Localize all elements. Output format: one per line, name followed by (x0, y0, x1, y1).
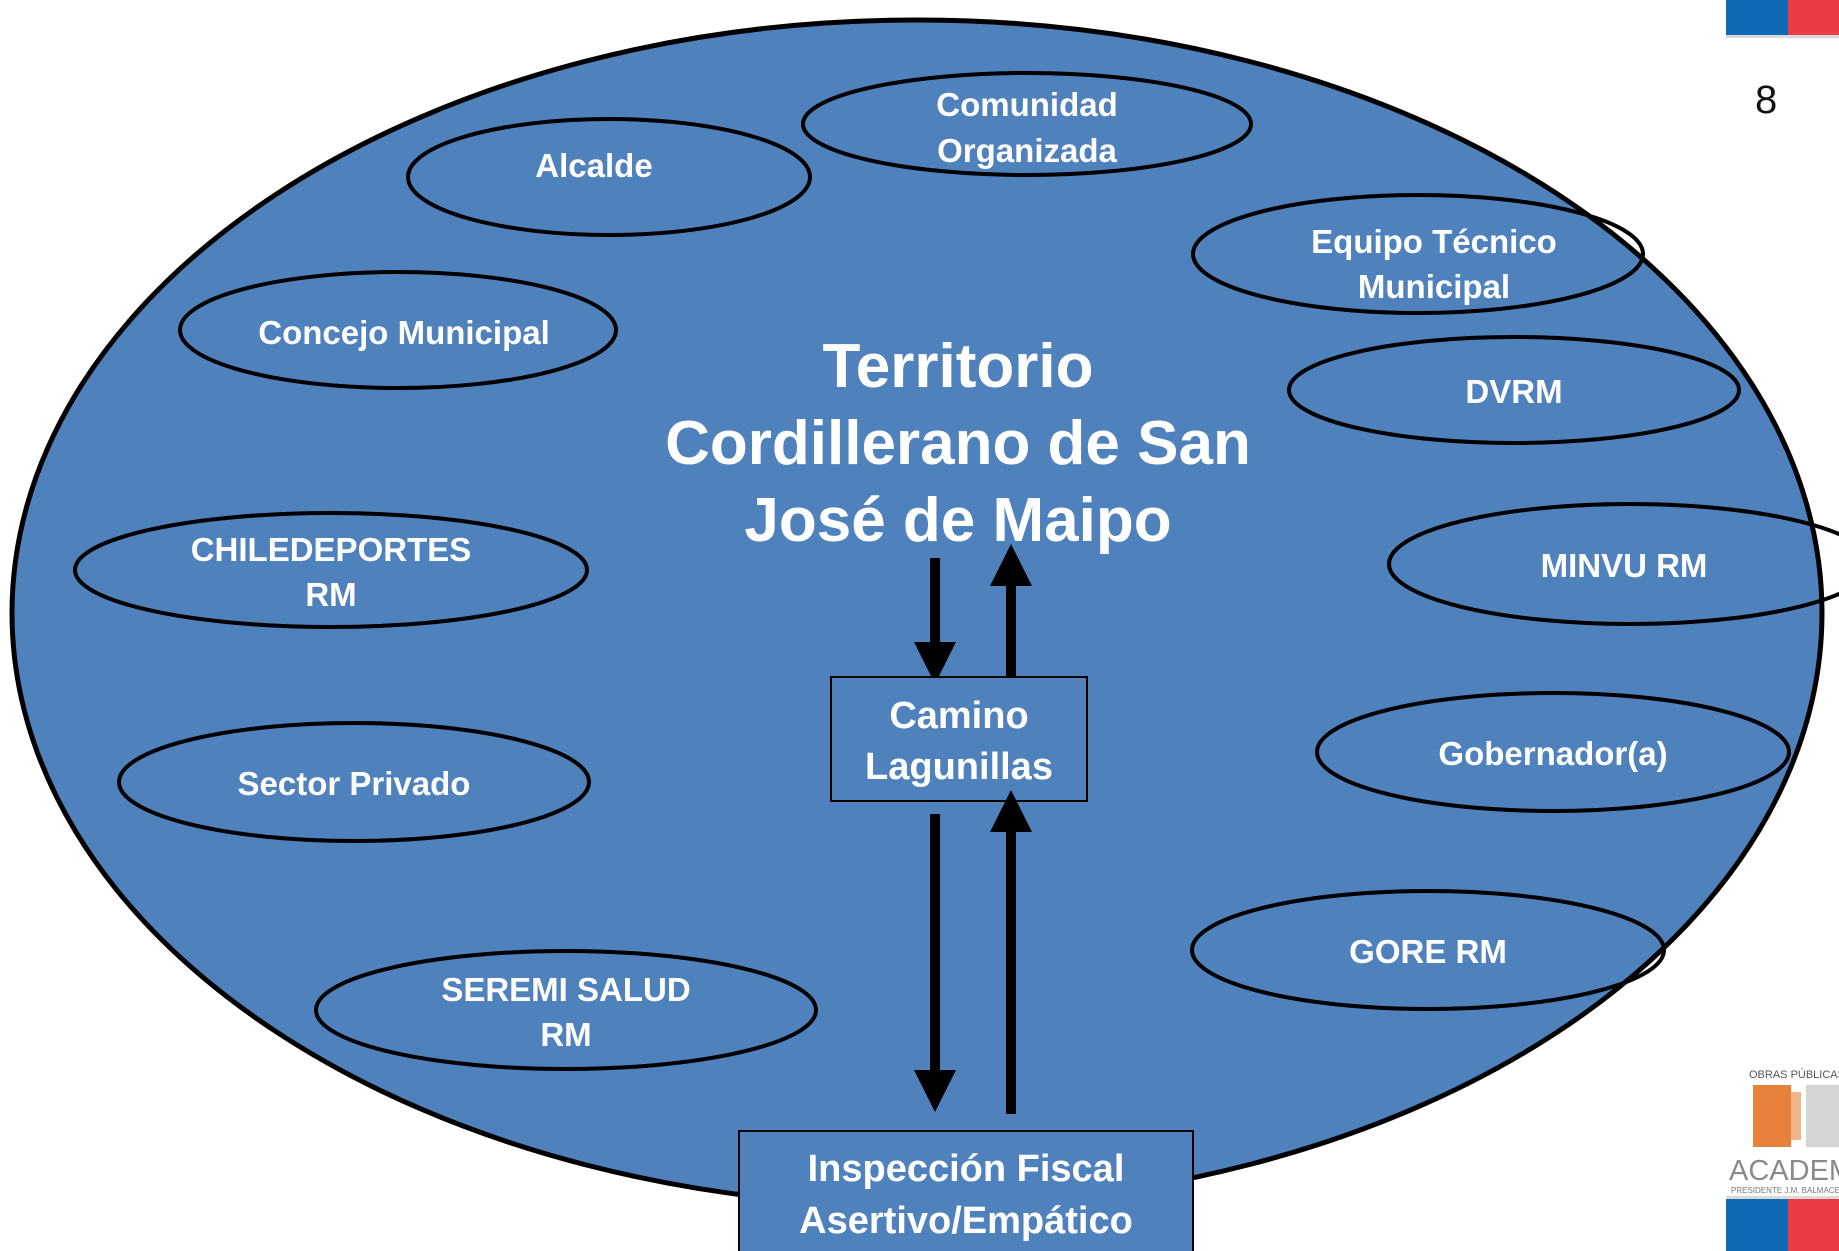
actor-comunidad: Comunidad Organizada (801, 71, 1253, 177)
actor-gore-label: GORE RM (1349, 933, 1507, 970)
actor-gobernador: Gobernador(a) (1315, 691, 1791, 813)
logo-name: ACADEMIA (1729, 1155, 1839, 1187)
actor-gobernador-label: Gobernador(a) (1438, 735, 1667, 772)
inspection-box-line2: Asertivo/Empático (799, 1200, 1133, 1242)
actor-seremi-line2: RM (540, 1016, 591, 1053)
actor-dvrm: DVRM (1287, 335, 1741, 445)
territory-ellipse (9, 17, 1825, 1209)
actor-sector-privado-label: Sector Privado (238, 765, 471, 802)
actor-equipo-tecnico: Equipo Técnico Municipal (1191, 193, 1645, 315)
actor-chiledeportes-line2: RM (305, 576, 356, 613)
flag-bar-top (1726, 0, 1839, 38)
inspection-box-line1: Inspección Fiscal (808, 1148, 1125, 1190)
actor-equipo-line1: Equipo Técnico (1311, 223, 1557, 260)
actor-comunidad-line1: Comunidad (936, 86, 1117, 123)
actor-gore: GORE RM (1190, 889, 1666, 1011)
territory-title: Territorio Cordillerano de San José de M… (665, 332, 1251, 555)
actor-equipo-line2: Municipal (1358, 268, 1510, 305)
logo-top-text: OBRAS PÚBLICAS (1749, 1068, 1839, 1081)
actor-chiledeportes: CHILEDEPORTES RM (73, 511, 589, 629)
inspection-box: Inspección Fiscal Asertivo/Empático (738, 1130, 1194, 1251)
actor-concejo: Concejo Municipal (178, 270, 618, 390)
academia-logo: OBRAS PÚBLICAS ACADEMIA PRESIDENTE J.M. … (1729, 1068, 1839, 1195)
territory-title-line2: Cordillerano de San (665, 409, 1251, 478)
actor-alcalde: Alcalde (406, 117, 812, 237)
flag-bar-bottom (1726, 1196, 1839, 1251)
actor-alcalde-label: Alcalde (535, 147, 652, 184)
actor-dvrm-label: DVRM (1465, 373, 1562, 410)
actor-minvu-label: MINVU RM (1541, 547, 1708, 584)
actor-comunidad-line2: Organizada (937, 132, 1117, 169)
page-number: 8 (1755, 78, 1778, 122)
territory-title-line3: José de Maipo (744, 486, 1171, 555)
actor-chiledeportes-line1: CHILEDEPORTES (191, 531, 472, 568)
road-box-line2: Lagunillas (865, 746, 1053, 788)
road-box-line1: Camino (889, 695, 1028, 737)
territory-title-line1: Territorio (823, 332, 1094, 401)
road-box: Camino Lagunillas (830, 676, 1088, 802)
actor-sector-privado: Sector Privado (117, 721, 591, 843)
actor-concejo-label: Concejo Municipal (258, 314, 550, 351)
actor-minvu: MINVU RM (1387, 502, 1839, 626)
actor-seremi-salud: SEREMI SALUD RM (314, 949, 818, 1071)
logo-subtitle: PRESIDENTE J.M. BALMACEDA (1731, 1186, 1839, 1195)
actor-seremi-line1: SEREMI SALUD (441, 971, 690, 1008)
